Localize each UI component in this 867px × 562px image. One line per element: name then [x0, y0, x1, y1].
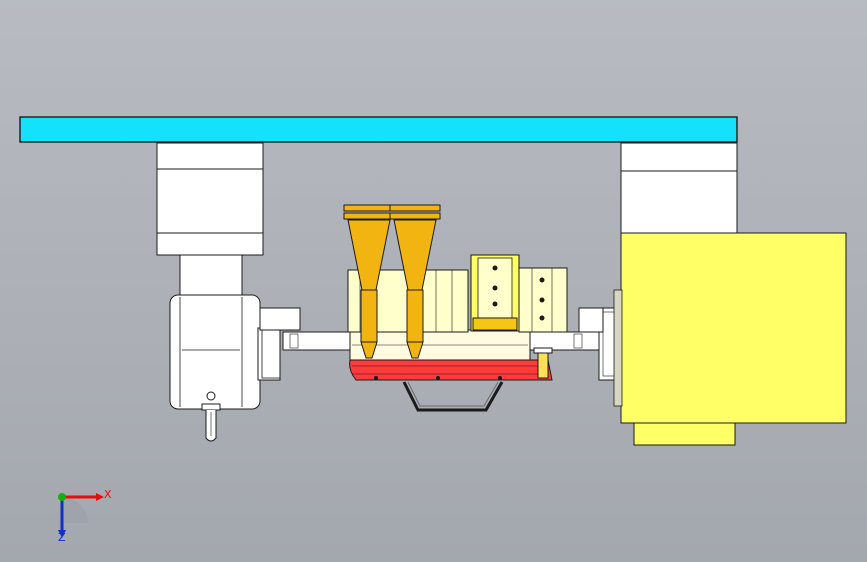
main-yellow-cylinder[interactable]: [613, 232, 847, 446]
red-fixture-plate[interactable]: [349, 359, 553, 381]
right-locating-pin[interactable]: [533, 347, 553, 379]
center-base-plate[interactable]: [349, 329, 531, 361]
bottom-handle-bracket[interactable]: [402, 381, 504, 412]
left-rotary-actuator[interactable]: [169, 254, 301, 410]
left-support-column[interactable]: [156, 142, 264, 256]
suction-cone-left[interactable]: [343, 204, 395, 359]
axis-x-label: X: [104, 488, 112, 501]
small-cylinder[interactable]: [470, 254, 520, 332]
axis-triad: [58, 493, 104, 538]
guide-block-right[interactable]: [518, 267, 568, 333]
axis-z-label: Z: [58, 531, 66, 544]
left-air-fitting[interactable]: [201, 391, 221, 442]
right-support-column[interactable]: [620, 142, 738, 234]
suction-cone-right[interactable]: [389, 204, 441, 359]
top-plate[interactable]: [19, 116, 738, 143]
